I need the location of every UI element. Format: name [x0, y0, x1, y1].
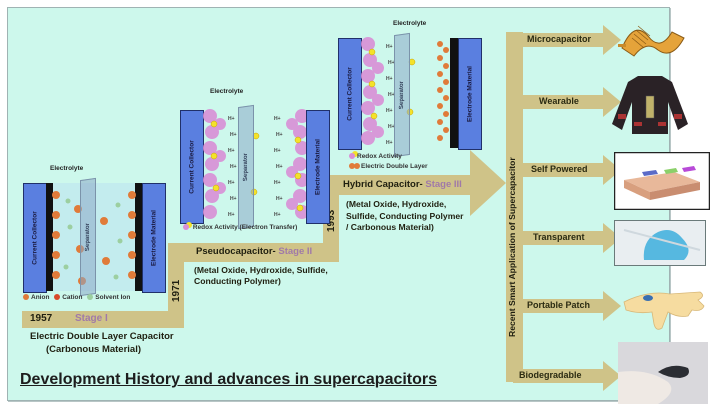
- stage-2-name-text: Pseudocapacitor-: [196, 246, 276, 257]
- redox-activity-icon: [349, 153, 355, 160]
- svg-text:H+: H+: [274, 180, 281, 186]
- stage-1-band: [22, 311, 182, 328]
- layered-device-image: [614, 152, 710, 210]
- app-arrow-wearable: Wearable: [523, 87, 623, 117]
- electrolyte-label: Electrolyte: [50, 165, 84, 172]
- stage-2-material: (Metal Oxide, Hydroxide, Sulfide, Conduc…: [194, 265, 328, 287]
- svg-text:H+: H+: [228, 180, 235, 186]
- app-arrow-biodegradable: Biodegradable: [513, 361, 623, 391]
- pseudocapacitor-cell-diagram: Electrolyte Current Collector H+H+H+H+H+…: [180, 88, 330, 238]
- hybrid-legend: Redox Activity Electric Double Layer: [346, 152, 427, 172]
- hybrid-cell-diagram: Electrolyte Current Collector H+ H+ H+ H+ H+…: [338, 20, 483, 170]
- stage-1-label: Stage I: [75, 313, 108, 324]
- svg-text:H+: H+: [386, 108, 393, 114]
- svg-text:H+: H+: [230, 196, 237, 202]
- svg-text:H+: H+: [276, 132, 283, 138]
- separator: Separator: [238, 104, 254, 230]
- stage-3-material-line: / Carbonous Material): [346, 222, 434, 232]
- electrode-material: Electrode Material: [142, 183, 166, 293]
- app-label: Self Powered: [531, 164, 588, 174]
- redox-activity-icon: [183, 224, 189, 231]
- svg-text:H+: H+: [386, 140, 393, 146]
- transparent-film-image: [614, 220, 706, 266]
- svg-text:H+: H+: [388, 124, 395, 130]
- stage-2-band: [168, 243, 338, 262]
- stage-3-material-line: (Metal Oxide, Hydroxide,: [346, 199, 447, 209]
- separator: Separator: [394, 32, 410, 158]
- svg-text:H+: H+: [228, 148, 235, 154]
- stage-2-material-line: (Metal Oxide, Hydroxide, Sulfide,: [194, 265, 328, 275]
- svg-text:H+: H+: [230, 132, 237, 138]
- app-arrow-microcapacitor: Microcapacitor: [523, 25, 623, 55]
- svg-text:H+: H+: [274, 116, 281, 122]
- micro-supercapacitor-image: [618, 25, 685, 57]
- stage-1-name: Electric Double Layer Capacitor: [30, 331, 174, 342]
- app-label: Wearable: [539, 96, 579, 106]
- stage-2-material-line: Conducting Polymer): [194, 276, 281, 286]
- diagram-title: Development History and advances in supe…: [20, 371, 438, 388]
- cation-icon: [54, 294, 61, 301]
- svg-text:H+: H+: [276, 164, 283, 170]
- biodegradable-device-image: [618, 342, 708, 404]
- current-collector: Current Collector: [338, 38, 362, 150]
- stage-2-label: Stage II: [278, 246, 313, 257]
- current-collector: Current Collector: [180, 110, 204, 224]
- anion-icon: [23, 294, 29, 301]
- edlc-legend: Anion Cation Solvent Ion: [20, 294, 130, 301]
- svg-text:H+: H+: [228, 116, 235, 122]
- app-label: Portable Patch: [527, 300, 591, 310]
- svg-text:H+: H+: [388, 60, 395, 66]
- double-layer-icon: [349, 163, 355, 170]
- jacket-image: [612, 76, 688, 134]
- current-collector: Current Collector: [23, 183, 47, 293]
- stage-1-material: (Carbonous Material): [46, 344, 142, 355]
- svg-text:H+: H+: [386, 44, 393, 50]
- edlc-cell-diagram: Electrolyte Current Collector Separator …: [20, 165, 170, 305]
- separator: Separator: [80, 177, 96, 297]
- app-label: Transparent: [533, 232, 585, 242]
- electrode-material: Electrode Material: [458, 38, 482, 150]
- redox-legend: Redox Activity (Electron Transfer): [180, 224, 297, 231]
- svg-text:H+: H+: [386, 76, 393, 82]
- svg-text:H+: H+: [230, 164, 237, 170]
- stage-1-riser: [168, 243, 184, 328]
- stage-2-name: Pseudocapacitor- Stage II: [196, 246, 312, 257]
- applications-heading: Recent Smart Application of Supercapacit…: [507, 157, 517, 337]
- svg-text:H+: H+: [276, 196, 283, 202]
- svg-text:H+: H+: [228, 212, 235, 218]
- stage-3-name: Hybrid Capacitor- Stage III: [343, 179, 462, 190]
- stage-1-year: 1957: [30, 313, 53, 324]
- app-label: Biodegradable: [519, 370, 582, 380]
- timeline-arrowhead: [470, 150, 506, 216]
- stage-3-name-text: Hybrid Capacitor-: [343, 179, 423, 190]
- redox-particles-graphic: H+ H+ H+ H+ H+ H+ H+ H+ H+ H+ H+ H+ H+ H+: [203, 109, 309, 219]
- stage-2-year: 1971: [171, 279, 182, 302]
- electrolyte-label: Electrolyte: [210, 88, 244, 95]
- stage-3-band: [323, 175, 473, 195]
- app-arrow-portable-patch: Portable Patch: [523, 291, 623, 321]
- svg-text:H+: H+: [274, 148, 281, 154]
- app-arrow-transparent: Transparent: [523, 223, 623, 253]
- hand-patch-image: [623, 291, 705, 330]
- svg-text:H+: H+: [274, 212, 281, 218]
- svg-text:H+: H+: [388, 92, 395, 98]
- electrolyte-label: Electrolyte: [393, 20, 427, 27]
- applications-bar: [506, 32, 523, 382]
- electrode-material: Electrode Material: [306, 110, 330, 224]
- stage-3-material: (Metal Oxide, Hydroxide, Sulfide, Conduc…: [346, 199, 463, 234]
- solvent-ion-icon: [87, 294, 94, 301]
- stage-3-material-line: Sulfide, Conducting Polymer: [346, 210, 464, 221]
- app-arrow-self-powered: Self Powered: [523, 155, 623, 185]
- stage-3-label: Stage III: [425, 179, 462, 190]
- app-label: Microcapacitor: [527, 34, 592, 44]
